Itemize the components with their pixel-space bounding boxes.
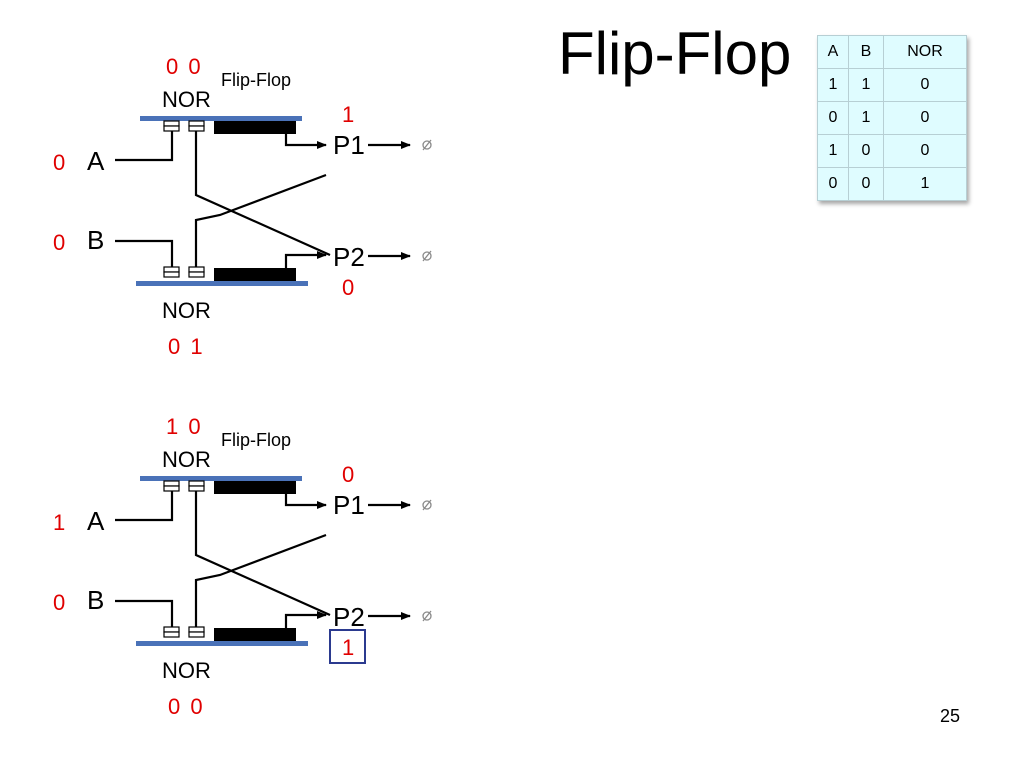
input-a-value: 1 — [53, 510, 65, 535]
flip-flop-caption: Flip-Flop — [221, 70, 291, 90]
bottom-nor-gate — [136, 266, 308, 286]
cell-b: 0 — [848, 134, 884, 168]
bottom-gate-label: NOR — [162, 298, 211, 323]
input-b-label: B — [87, 585, 104, 615]
output-p1-label: P1 — [333, 130, 365, 160]
top-gate-inputs: 1 0 — [166, 414, 201, 439]
header-nor: NOR — [883, 35, 967, 69]
bottom-gate-label: NOR — [162, 658, 211, 683]
ground-icon — [422, 610, 432, 622]
top-gate-label: NOR — [162, 87, 211, 112]
output-p2-value: 0 — [342, 275, 354, 300]
truth-table: A B NOR 1 1 0 0 1 0 1 0 0 0 0 — [817, 35, 967, 201]
ground-icon — [422, 499, 432, 511]
flip-flop-caption: Flip-Flop — [221, 430, 291, 450]
bottom-gate-inputs: 0 1 — [168, 334, 203, 359]
input-b-label: B — [87, 225, 104, 255]
p2-highlight-box — [329, 629, 366, 664]
top-gate-inputs: 0 0 — [166, 54, 201, 79]
table-row: 1 0 0 — [817, 134, 967, 168]
top-nor-gate — [140, 116, 302, 134]
cell-b: 0 — [848, 167, 884, 201]
bottom-nor-gate — [136, 626, 308, 646]
header-a: A — [817, 35, 849, 69]
flip-flop-circuit-2: 1 0 NOR Flip-Flop — [53, 414, 432, 719]
table-row: 1 1 0 — [817, 68, 967, 102]
input-b-value: 0 — [53, 230, 65, 255]
cell-a: 1 — [817, 134, 849, 168]
output-p2-label: P2 — [333, 242, 365, 272]
cell-nor: 0 — [883, 101, 967, 135]
top-nor-gate — [140, 476, 302, 494]
cell-nor: 1 — [883, 167, 967, 201]
ground-icon — [422, 250, 432, 262]
input-a-value: 0 — [53, 150, 65, 175]
truth-table-header-row: A B NOR — [817, 35, 967, 69]
flip-flop-circuit-1: 0 0 NOR Flip-Flop — [53, 54, 432, 359]
slide-title: Flip-Flop — [558, 20, 792, 87]
page-number: 25 — [940, 706, 961, 726]
output-p1-value: 0 — [342, 462, 354, 487]
input-a-label: A — [87, 506, 105, 536]
bottom-gate-inputs: 0 0 — [168, 694, 203, 719]
cell-a: 0 — [817, 101, 849, 135]
ground-icon — [422, 139, 432, 151]
output-p2-label: P2 — [333, 602, 365, 632]
input-b-value: 0 — [53, 590, 65, 615]
output-p1-value: 1 — [342, 102, 354, 127]
top-gate-label: NOR — [162, 447, 211, 472]
cell-b: 1 — [848, 68, 884, 102]
input-a-label: A — [87, 146, 105, 176]
output-p2-value: 1 — [342, 635, 354, 660]
cell-nor: 0 — [883, 68, 967, 102]
circuit-1-wires — [115, 131, 411, 268]
table-row: 0 0 1 — [817, 167, 967, 201]
circuit-2-wires — [115, 491, 411, 628]
output-p1-label: P1 — [333, 490, 365, 520]
